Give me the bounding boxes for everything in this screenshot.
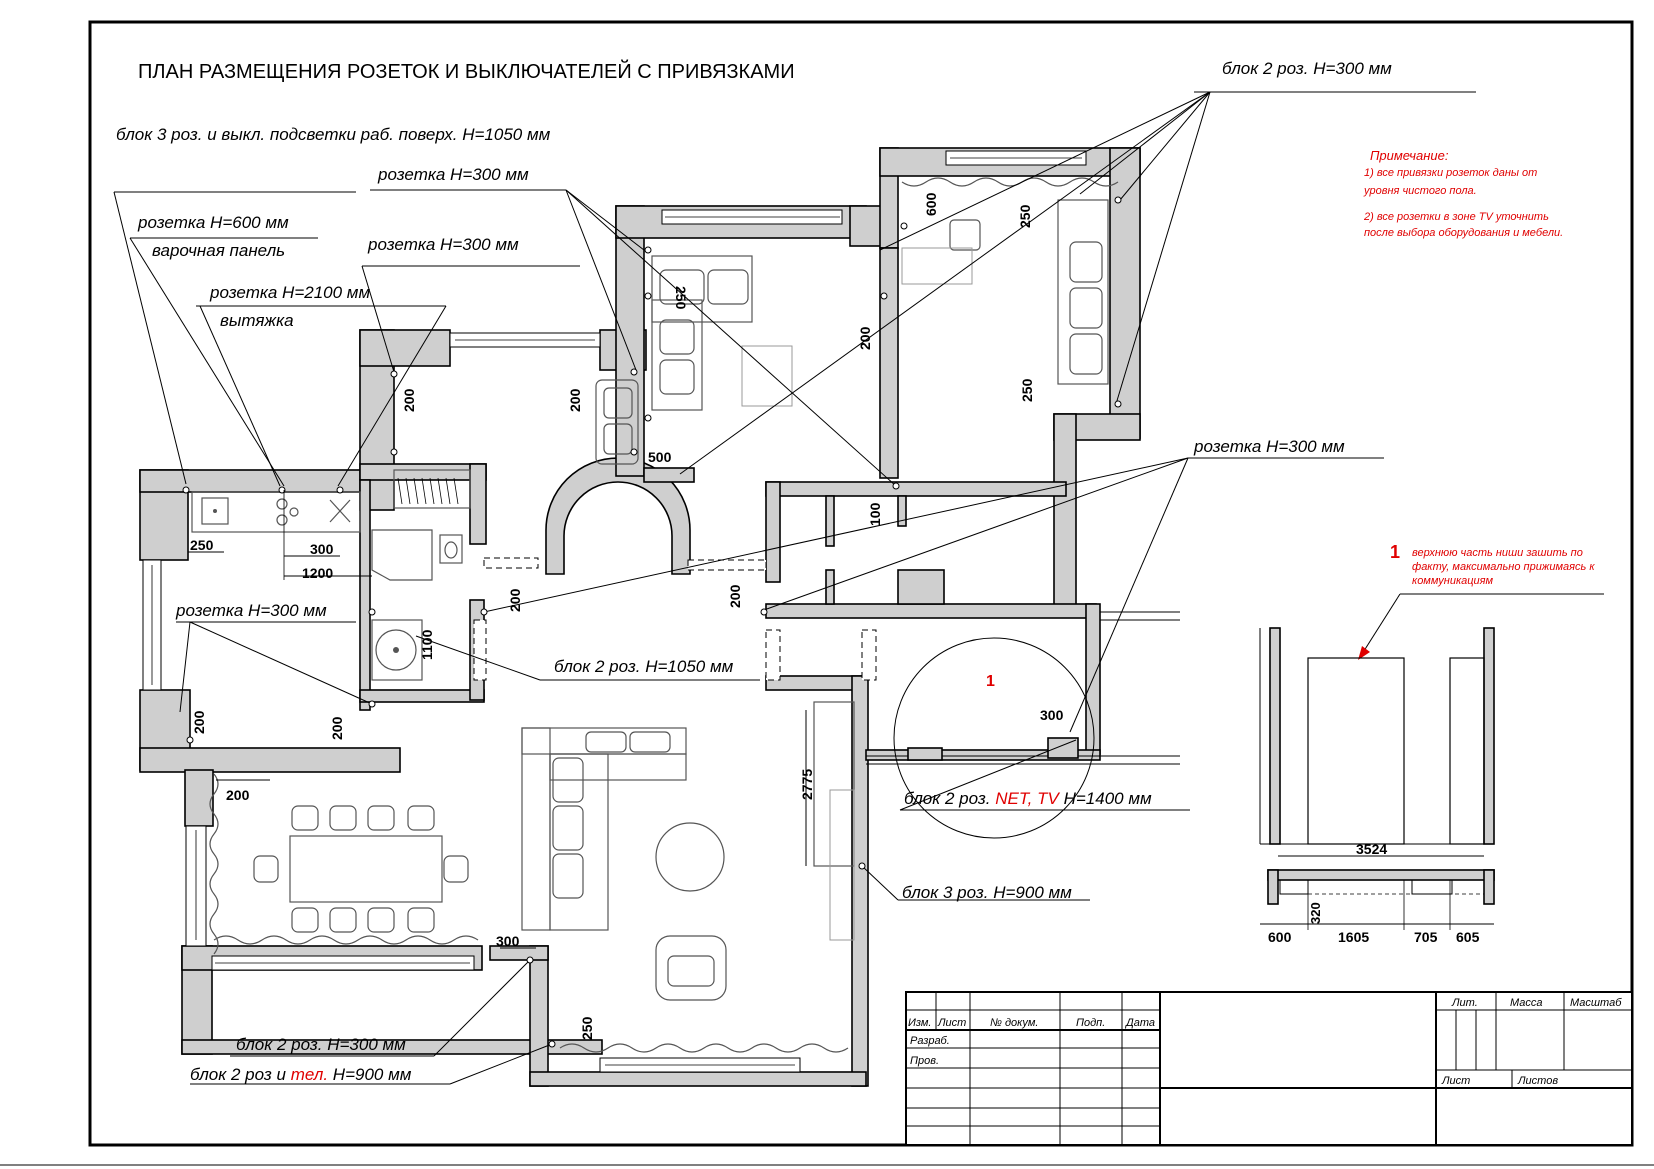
dim-250-e: 250 (579, 1016, 595, 1040)
dim-100: 100 (867, 502, 883, 526)
niche-depth: 320 (1308, 902, 1323, 924)
niche-text-2: факту, максимально прижимаясь к (1412, 561, 1595, 573)
dimension-lines (188, 490, 807, 949)
note-line-2: уровня чистого пола. (1363, 185, 1477, 197)
label-block2-tel-prefix: блок 2 роз и (190, 1065, 291, 1084)
walls (139, 147, 1141, 1087)
niche-text-3: коммуникациям (1412, 575, 1494, 587)
socket-symbols (182, 196, 1122, 1048)
stamp-masshtab: Масштаб (1570, 997, 1622, 1009)
note-line-4: после выбора оборудования и мебели. (1364, 227, 1563, 239)
dim-1200: 1200 (302, 565, 333, 581)
dim-200-e: 200 (727, 584, 743, 608)
label-block2-1050: блок 2 роз. Н=1050 мм (554, 657, 734, 676)
niche-detail-circle (893, 637, 1095, 839)
stamp-prov: Пров. (910, 1055, 939, 1067)
label-tel: тел. (291, 1065, 328, 1084)
label-socket-2100: розетка Н=2100 мм (209, 283, 370, 302)
niche-dim-3: 705 (1414, 929, 1438, 945)
stamp-razrab: Разраб. (910, 1035, 950, 1047)
niche-dim-2: 1605 (1338, 929, 1369, 945)
drawing-frame (88, 20, 1634, 1147)
dim-300-b: 300 (1040, 707, 1064, 723)
dim-500: 500 (648, 449, 672, 465)
dim-250-d: 250 (1019, 378, 1035, 402)
stamp-list2: Лист (1441, 1075, 1470, 1087)
windows (142, 150, 1087, 1073)
dim-300-a: 300 (310, 541, 334, 557)
label-socket-600: розетка Н=600 мм (137, 213, 289, 232)
label-net-tv: NET, TV (995, 789, 1063, 808)
stamp-podp: Подп. (1076, 1017, 1105, 1029)
dim-200-c: 200 (857, 326, 873, 350)
dim-250-a: 250 (190, 537, 214, 553)
stamp-massa: Масса (1510, 997, 1543, 1009)
stamp-izm: Изм. (908, 1017, 931, 1029)
niche-detail-marker: 1 (986, 673, 995, 690)
title-block: Изм. Лист № докум. Подп. Дата Разраб. Пр… (905, 991, 1633, 1146)
dim-2775: 2775 (799, 769, 815, 800)
label-hood: вытяжка (220, 311, 294, 330)
label-socket-300-b: розетка Н=300 мм (367, 235, 519, 254)
stamp-date: Дата (1124, 1017, 1155, 1029)
note-line-3: 2) все розетки в зоне TV уточнить (1363, 211, 1549, 223)
label-block2-300-bottom: блок 2 роз. Н=300 мм (236, 1035, 406, 1054)
dim-200-f: 200 (191, 710, 207, 734)
stamp-lit: Лит. (1451, 997, 1478, 1009)
label-block2-net-prefix: блок 2 роз. (904, 789, 995, 808)
furniture (191, 199, 1109, 1001)
label-socket-300-right: розетка Н=300 мм (1193, 437, 1345, 456)
niche-dim-1: 600 (1268, 929, 1292, 945)
label-hob: варочная панель (152, 241, 285, 260)
dim-250-b: 250 (673, 286, 689, 310)
niche-marker: 1 (1390, 542, 1400, 562)
note-block: Примечание: 1) все привязки розеток даны… (1363, 148, 1563, 239)
dim-1100: 1100 (419, 629, 435, 660)
label-socket-300-a: розетка Н=300 мм (377, 165, 529, 184)
dim-300-c: 300 (496, 933, 520, 949)
label-block3-work: блок 3 роз. и выкл. подсветки раб. повер… (116, 125, 551, 144)
niche-text-1: верхнюю часть ниши зашить по (1412, 547, 1583, 559)
label-block2-300-top: блок 2 роз. Н=300 мм (1222, 59, 1392, 78)
niche-detail: 1 верхнюю часть ниши зашить по факту, ма… (1259, 542, 1604, 945)
label-block2-net-tv: блок 2 роз. NET, TV Н=1400 мм (904, 789, 1152, 808)
dim-200-a: 200 (401, 388, 417, 412)
label-block2-tel-height: Н=900 мм (328, 1065, 412, 1084)
leader-lines (113, 91, 1476, 1085)
dim-200-g: 200 (329, 716, 345, 740)
label-block2-tel: блок 2 роз и тел. Н=900 мм (190, 1065, 412, 1084)
dim-600: 600 (923, 192, 939, 216)
note-line-1: 1) все привязки розеток даны от (1364, 167, 1537, 179)
label-block3-900: блок 3 роз. Н=900 мм (902, 883, 1072, 902)
dim-200-d: 200 (507, 588, 523, 612)
dim-250-c: 250 (1017, 204, 1033, 228)
niche-arrow (1358, 646, 1370, 660)
label-socket-300-left: розетка Н=300 мм (175, 601, 327, 620)
dim-200-b: 200 (567, 388, 583, 412)
stamp-list: Лист (937, 1017, 966, 1029)
dim-200-h: 200 (226, 787, 250, 803)
note-heading: Примечание: (1370, 148, 1449, 163)
stamp-doc: № докум. (990, 1017, 1038, 1029)
stamp-listov: Листов (1517, 1075, 1558, 1087)
drawing-title: ПЛАН РАЗМЕЩЕНИЯ РОЗЕТОК И ВЫКЛЮЧАТЕЛЕЙ С… (138, 59, 795, 83)
label-block2-net-height: Н=1400 мм (1064, 789, 1152, 808)
niche-width: 3524 (1356, 841, 1387, 857)
niche-dim-4: 605 (1456, 929, 1480, 945)
curtains (209, 177, 1119, 1053)
